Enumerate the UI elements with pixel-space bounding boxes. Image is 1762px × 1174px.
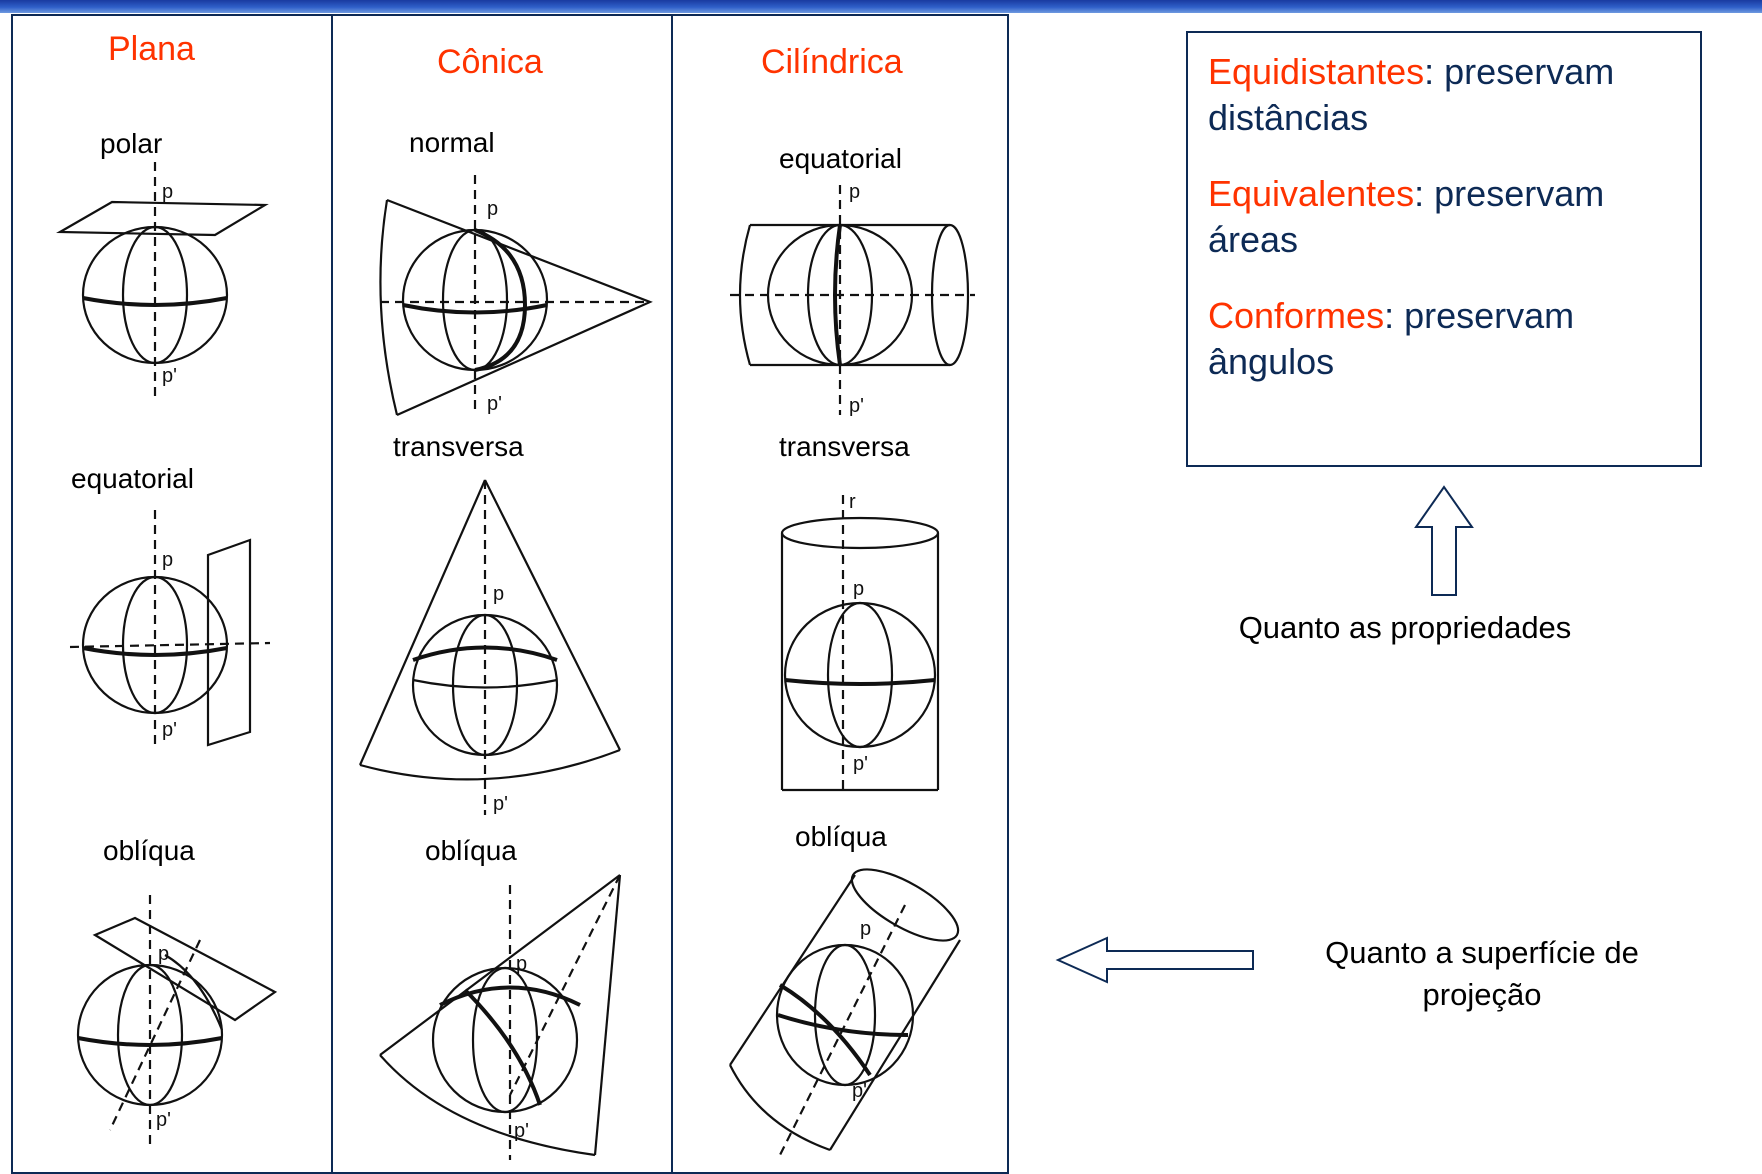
figure-cilindrica-transversa: r p p' <box>780 491 940 792</box>
figure-cilindrica-equatorial: p p' <box>730 181 975 417</box>
label-conica-normal: normal <box>409 127 495 158</box>
label-plana-obliqua: oblíqua <box>103 835 195 866</box>
svg-text:p: p <box>849 181 860 203</box>
column-title-cilindrica: Cilíndrica <box>761 43 903 81</box>
properties-caption: Quanto as propriedades <box>1238 610 1572 645</box>
property-term: Equidistantes <box>1208 51 1425 92</box>
property-equivalentes: Equivalentes: preservam áreas <box>1208 173 1605 260</box>
label-cilindrica-obliqua: oblíqua <box>795 821 887 852</box>
svg-text:p': p' <box>156 1109 171 1131</box>
figure-conica-normal: p p' <box>379 175 653 417</box>
column-title-conica: Cônica <box>437 43 543 81</box>
svg-text:p: p <box>158 943 169 965</box>
property-term: Conformes <box>1208 295 1385 336</box>
figure-plana-equatorial: p p' <box>69 510 271 750</box>
svg-text:p': p' <box>493 793 508 815</box>
label-conica-transversa: transversa <box>393 431 524 462</box>
svg-text:p': p' <box>487 393 502 415</box>
svg-text:p': p' <box>162 365 177 387</box>
label-plana-polar: polar <box>100 128 163 159</box>
figure-plana-polar: p p' <box>56 162 269 400</box>
label-conica-obliqua: oblíqua <box>425 835 517 866</box>
figure-conica-obliqua: p p' <box>379 874 622 1160</box>
property-description: preservam áreas <box>1208 173 1605 260</box>
up-arrow-icon <box>1414 485 1474 596</box>
property-conformes: Conformes: preservam ângulos <box>1208 295 1575 382</box>
label-cilindrica-equatorial: equatorial <box>779 143 902 174</box>
svg-text:p: p <box>493 583 504 605</box>
property-term: Equivalentes <box>1208 173 1415 214</box>
svg-text:r: r <box>849 491 856 513</box>
svg-text:p': p' <box>514 1120 529 1142</box>
property-equidistantes: Equidistantes: preservam distâncias <box>1208 51 1615 138</box>
svg-text:p': p' <box>852 1080 867 1102</box>
svg-text:p: p <box>860 918 871 940</box>
svg-text:p: p <box>853 578 864 600</box>
left-arrow-icon <box>1055 936 1254 984</box>
figure-cilindrica-obliqua: p p' <box>729 868 961 1156</box>
svg-text:p: p <box>162 181 173 203</box>
property-description: preservam ângulos <box>1208 295 1575 382</box>
top-banner <box>0 0 1762 13</box>
svg-text:p': p' <box>849 395 864 417</box>
svg-text:p': p' <box>853 753 868 775</box>
figure-plana-obliqua: p p' <box>76 895 278 1145</box>
property-description: preservam distâncias <box>1208 51 1615 138</box>
label-plana-equatorial: equatorial <box>71 463 194 494</box>
column-title-plana: Plana <box>108 30 195 68</box>
surface-caption: Quanto a superfície de projeção <box>1325 935 1639 1012</box>
svg-text:p: p <box>516 953 527 975</box>
figure-conica-transversa: p p' <box>358 479 621 815</box>
svg-text:p': p' <box>162 719 177 741</box>
svg-text:p: p <box>162 549 173 571</box>
properties-box: Equidistantes: preservam distâncias Equi… <box>1186 31 1702 467</box>
svg-text:p: p <box>487 198 498 220</box>
label-cilindrica-transversa: transversa <box>779 431 910 462</box>
